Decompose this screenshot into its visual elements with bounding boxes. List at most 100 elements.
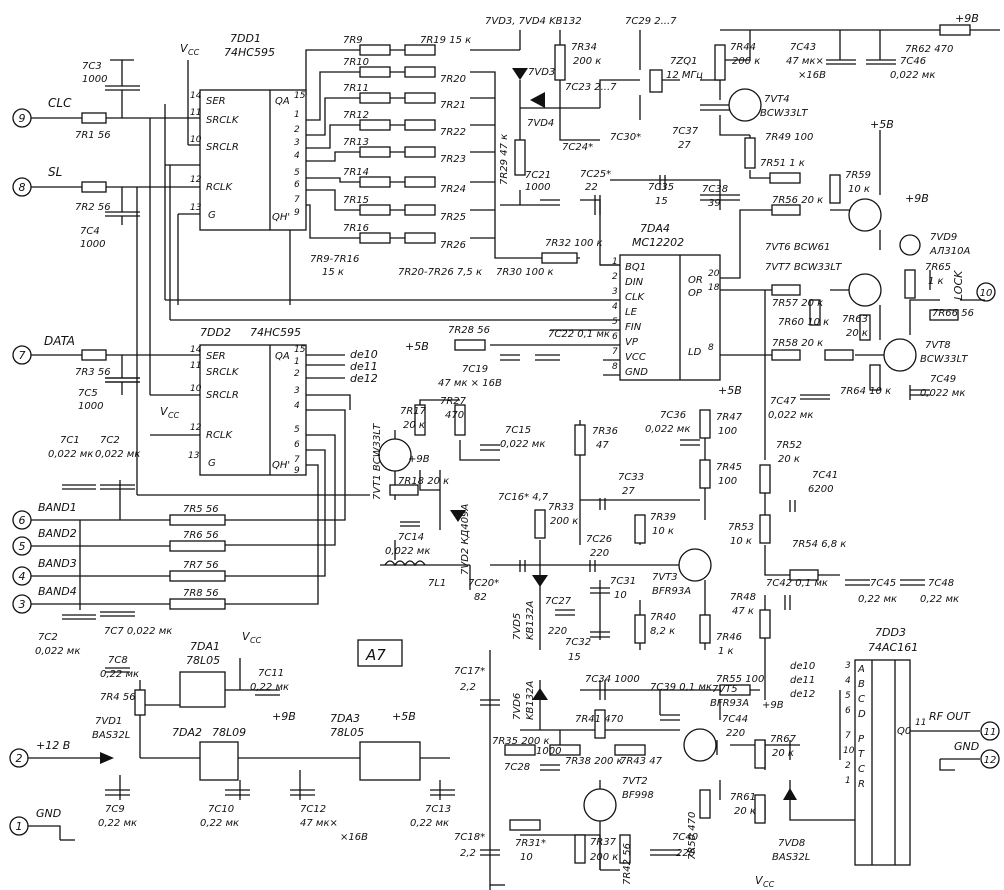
title-box: A7 [357,639,403,667]
connector-5: 5 BAND2 [12,527,77,556]
connector-12-name: GND [954,740,979,753]
lbl-r20: 7R20 [440,74,466,85]
lbl-c3-v: 1000 [82,74,107,85]
lbl-r18: 7R18 20 к [398,476,449,487]
lbl-c19-v: 47 мк × 16В [438,378,502,389]
connector-2-name: +12 В [36,739,70,752]
lbl-vd6-v: KB132A [525,680,536,720]
lbl-r31-v: 10 [520,852,533,863]
lbl-r36: 7R36 [592,426,618,437]
lbl-c8: 7C8 [108,655,128,666]
ic-7da4-type: MC12202 [632,236,684,249]
ic-7dd3-n3: 3 [845,661,851,671]
ic-7dd3-ref: 7DD3 [875,626,906,639]
ic-7dd3-n1: 1 [845,776,851,786]
connector-4: 4 BAND3 [12,557,77,586]
lbl-r25: 7R25 [440,212,466,223]
lbl-c43-v2: ×16В [798,70,826,81]
l1-coil-icon [384,560,426,567]
lbl-vd1: 7VD1 [95,716,122,727]
lbl-r32: 7R32 100 к [545,238,603,249]
lbl-r43: 7R43 47 [620,756,663,767]
connector-12: 12 GND [954,740,1000,769]
lbl-r28: 7R28 56 [448,325,490,336]
lbl-c25-v: 22 [585,182,598,193]
lbl-zq1-v: 12 МГц [666,70,703,81]
lbl-vd8-v: BAS32L [772,852,810,863]
lbl-r39-v: 10 к [652,526,674,537]
lbl-c10: 7C10 [208,804,234,815]
connector-6-name: BAND1 [38,501,77,514]
ic-7dd2-n9: 9 [294,466,300,476]
lbl-r46-v: 1 к [718,646,734,657]
ic-7dd1-n7: 7 [294,195,300,205]
lbl-c5: 7C5 [78,388,98,399]
lbl-p5a: +5В [870,118,894,131]
connector-4-num: 4 [19,570,26,583]
vcc-dd1: V [180,42,189,55]
regulator-7da1: 7DA1 78L05 [179,640,226,708]
ic-7dd1-n10: 10 [190,135,202,145]
lbl-c15: 7C15 [505,425,531,436]
ic-7dd3-n11: 11 [915,718,926,728]
in-de11: de11 [790,675,815,686]
connector-4-name: BAND3 [38,557,77,570]
lbl-vt8: 7VT8 [925,340,951,351]
lbl-vd5: 7VD5 [512,613,523,640]
lbl-r55: 7R55 100 [716,674,764,685]
lbl-p9-top: +9В [955,12,979,25]
ic-7da4-n18: 18 [708,283,720,293]
connector-8-num: 8 [19,181,26,194]
connector-1: 1 GND [9,807,61,836]
regulator-7da2: 7DA2 78L09 [172,726,246,781]
lbl-l1: 7L1 [428,578,446,589]
ic-7dd2-pin-qa: QA [275,351,290,362]
vd2-diode-icon [450,510,466,522]
lbl-c49: 7C49 [930,374,956,385]
lbl-r59-v: 10 к [848,184,870,195]
lbl-r20-26: 7R20-7R26 7,5 к [398,267,482,278]
lbl-c40-v: 220 [676,848,695,859]
lbl-vd6: 7VD6 [512,693,523,720]
connector-2-num: 2 [16,752,23,765]
lbl-c45: 7C45 [870,578,896,589]
connector-3-name: BAND4 [38,585,77,598]
ic-7dd2-pin-qh: QH' [272,460,290,471]
lbl-c33-v: 27 [622,486,635,497]
lbl-c22: 7C22 0,1 мк [548,329,610,340]
lbl-r38: 7R38 200 к [565,756,623,767]
ic-7dd2-n2: 2 [294,369,300,379]
vt5-body [683,728,717,762]
lbl-r50: 7R50 470 [687,812,698,860]
ic-7dd1-n5: 5 [294,168,300,178]
lbl-c21-v: 1000 [525,182,550,193]
lbl-c20: 7C20* [468,578,499,589]
ic-7dd1-pin-rclk: RCLK [206,182,234,193]
lbl-p9b: +9В [905,192,929,205]
lbl-r17-v: 20 к [403,420,425,431]
lbl-vt8-v: BCW33LT [920,354,968,365]
lbl-r2: 7R2 56 [75,202,111,213]
lbl-c41-v: 6200 [808,484,833,495]
ic-7dd1-n9: 9 [294,208,300,218]
lbl-c36: 7C36 [660,410,686,421]
lbl-reg-p5: +5В [392,710,416,723]
lbl-vt5: 7VT5 [712,684,738,695]
lbl-r9: 7R9 [343,35,363,46]
lbl-c4-v: 1000 [80,239,105,250]
lbl-c26: 7C26 [586,534,612,545]
lbl-vd8: 7VD8 [778,838,805,849]
lbl-c4: 7C4 [80,226,100,237]
ic-7dd2-pin-rclk: RCLK [206,430,234,441]
lbl-c8-v: 0,22 мк [100,669,139,680]
ic-7dd2-n10: 10 [190,384,202,394]
lbl-vd1-v: BAS32L [92,730,130,741]
lbl-r37-v: 200 к [590,852,618,863]
connector-11: 11 RF OUT [929,710,1000,741]
lbl-c12-v2: ×16В [340,832,368,843]
lbl-c27-v: 220 [548,626,567,637]
lbl-c45-v: 0,22 мк [858,594,897,605]
out-de11: de11 [350,360,378,373]
ic-7dd2-pin-srclr: SRCLR [206,390,239,401]
lbl-r62: 7R62 470 [905,44,953,55]
